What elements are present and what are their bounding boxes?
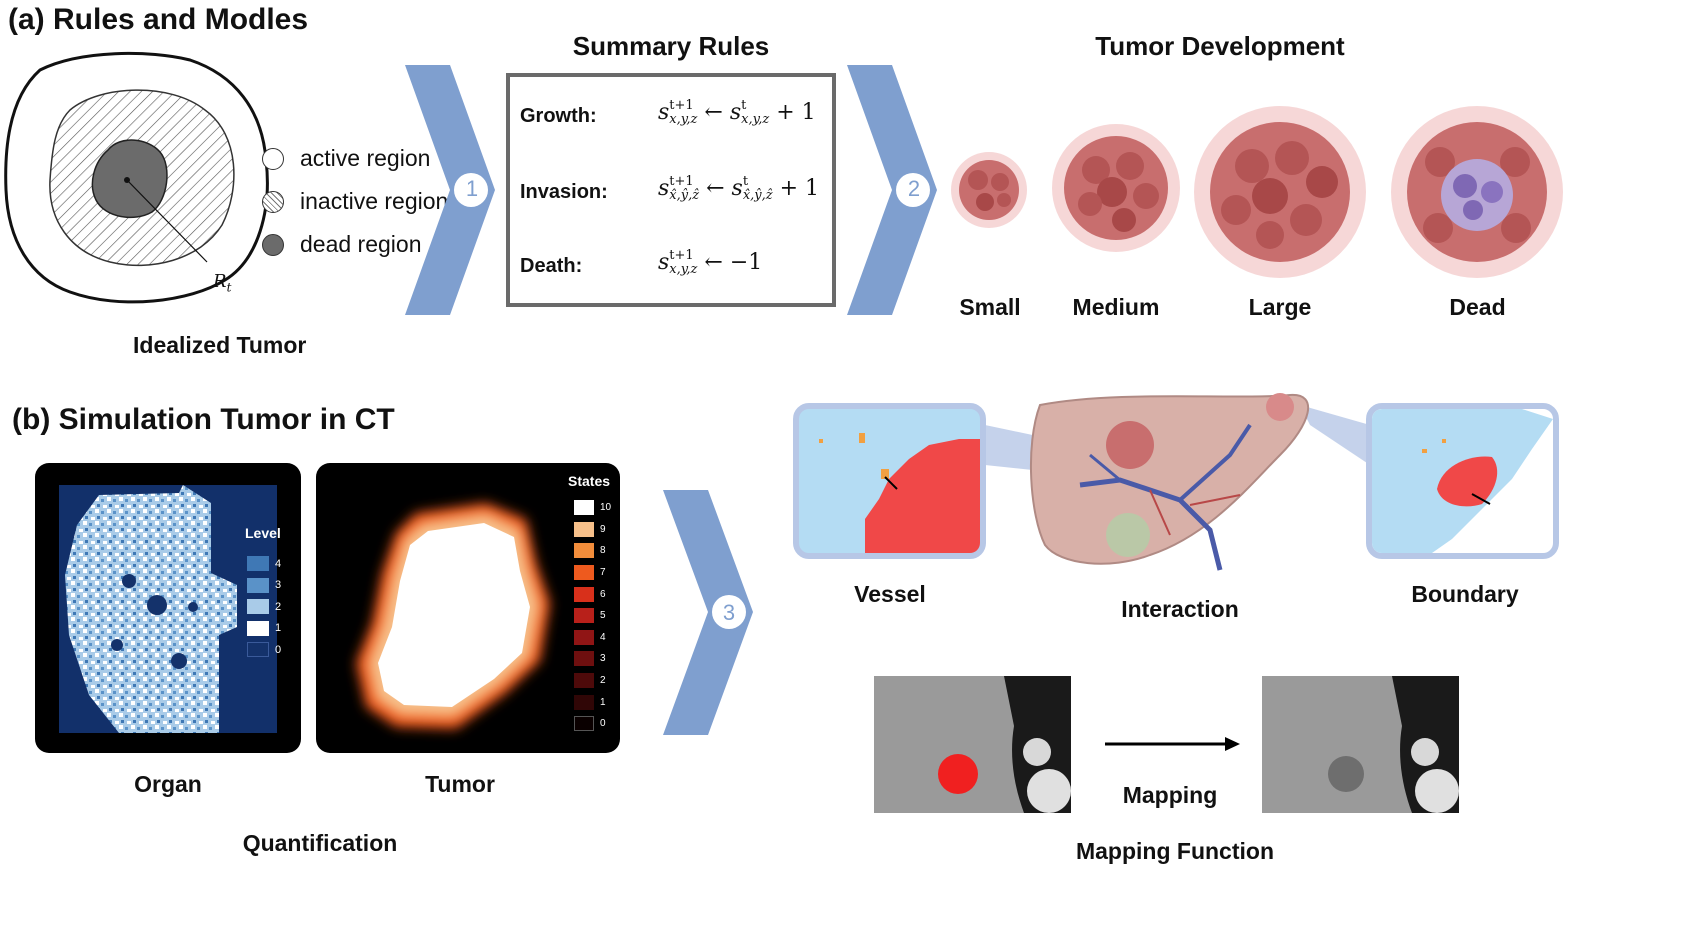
chevron-2-number: 2 <box>907 176 921 201</box>
state-row: 10 <box>574 497 611 519</box>
state-swatch <box>574 694 594 710</box>
quantification-caption: Quantification <box>242 830 398 856</box>
tumor-legend-title: States <box>568 473 611 489</box>
tumor-development-illustration <box>951 106 1563 278</box>
boundary-inset-map <box>1372 409 1553 553</box>
tumor-state-legend: 10 9 8 7 6 5 4 3 2 1 0 <box>574 497 611 735</box>
radius-label: Rt <box>213 271 232 295</box>
state-swatch <box>574 543 594 559</box>
level-row: 0 <box>247 639 281 661</box>
active-swatch <box>262 147 284 170</box>
state-row: 8 <box>574 540 611 562</box>
interaction-caption: Interaction <box>1121 596 1239 622</box>
section-b-title: (b) Simulation Tumor in CT <box>12 403 395 436</box>
state-row: 9 <box>574 519 611 541</box>
state-swatch <box>574 629 594 645</box>
chevron-arrow-3 <box>663 490 753 735</box>
dead-swatch <box>262 233 284 256</box>
level-swatch <box>247 599 269 615</box>
interaction-illustration <box>985 393 1370 571</box>
state-swatch <box>574 716 594 732</box>
state-row: 2 <box>574 670 611 692</box>
ct-after-image <box>1262 676 1459 813</box>
organ-level-legend: 4 3 2 1 0 <box>247 553 281 661</box>
region-legend: active region inactive region dead regio… <box>262 137 448 266</box>
organ-liver-map <box>65 485 237 733</box>
level-row: 2 <box>247 596 281 618</box>
vessel-inset <box>793 403 986 559</box>
level-swatch <box>247 642 269 658</box>
stage-dead-label: Dead <box>1449 294 1506 320</box>
chevron-arrow-2 <box>847 65 937 315</box>
level-row: 1 <box>247 618 281 640</box>
state-swatch <box>574 521 594 537</box>
rule-invasion-label: Invasion: <box>520 181 608 203</box>
state-row: 6 <box>574 583 611 605</box>
liver-shape <box>1029 393 1309 565</box>
inactive-swatch <box>262 190 284 213</box>
state-row: 5 <box>574 605 611 627</box>
vessel-inset-map <box>819 433 980 553</box>
tumor-caption: Tumor <box>425 771 495 797</box>
tumor-dead <box>1391 106 1563 278</box>
idealized-tumor-caption: Idealized Tumor <box>133 332 307 358</box>
legend-item-active: active region <box>262 137 448 180</box>
state-swatch <box>574 500 594 516</box>
tumor-medium <box>1052 124 1180 252</box>
ct-after-scan <box>1262 676 1459 813</box>
chevron-1-number: 1 <box>465 176 479 201</box>
level-row: 4 <box>247 553 281 575</box>
idealized-tumor-diagram <box>4 51 269 304</box>
summary-rules-title: Summary Rules <box>572 31 770 61</box>
tumor-small <box>951 152 1027 228</box>
chevron-arrow-1 <box>405 65 495 315</box>
organ-caption: Organ <box>134 771 202 797</box>
level-row: 3 <box>247 575 281 597</box>
rule-growth-label: Growth: <box>520 105 597 127</box>
stage-large-label: Large <box>1248 294 1312 320</box>
organ-legend-title: Level <box>245 525 281 541</box>
tumor-large <box>1194 106 1366 278</box>
legend-item-inactive: inactive region <box>262 180 448 223</box>
state-row: 0 <box>574 713 611 735</box>
state-swatch <box>574 586 594 602</box>
mapping-arrow-label: Mapping <box>1122 782 1218 808</box>
state-row: 1 <box>574 691 611 713</box>
tumor-state-map <box>356 503 550 729</box>
level-swatch <box>247 577 269 593</box>
vessel-caption: Vessel <box>854 581 926 607</box>
state-row: 4 <box>574 627 611 649</box>
organ-panel: Level 4 3 2 1 0 <box>35 463 301 753</box>
state-row: 3 <box>574 648 611 670</box>
section-a-title: (a) Rules and Modles <box>8 3 309 36</box>
state-row: 7 <box>574 562 611 584</box>
boundary-inset <box>1366 403 1559 559</box>
radius-line <box>126 179 208 263</box>
tumor-development-title: Tumor Development <box>1095 31 1345 61</box>
state-swatch <box>574 565 594 581</box>
ct-before-scan <box>874 676 1071 813</box>
state-swatch <box>574 673 594 689</box>
state-swatch <box>574 608 594 624</box>
stage-medium-label: Medium <box>1072 294 1160 320</box>
legend-item-dead: dead region <box>262 223 448 266</box>
state-swatch <box>574 651 594 667</box>
boundary-caption: Boundary <box>1411 581 1519 607</box>
chevron-3-number: 3 <box>722 600 736 625</box>
mapping-function-caption: Mapping Function <box>1075 838 1274 864</box>
stage-small-label: Small <box>959 294 1021 320</box>
dead-region <box>91 139 168 219</box>
ct-before-image <box>874 676 1071 813</box>
tumor-panel: States 10 9 8 7 6 5 4 3 2 1 0 <box>316 463 620 753</box>
mapping-arrow <box>1105 737 1240 751</box>
rule-death-label: Death: <box>520 255 583 277</box>
level-swatch <box>247 620 269 636</box>
level-swatch <box>247 556 269 572</box>
